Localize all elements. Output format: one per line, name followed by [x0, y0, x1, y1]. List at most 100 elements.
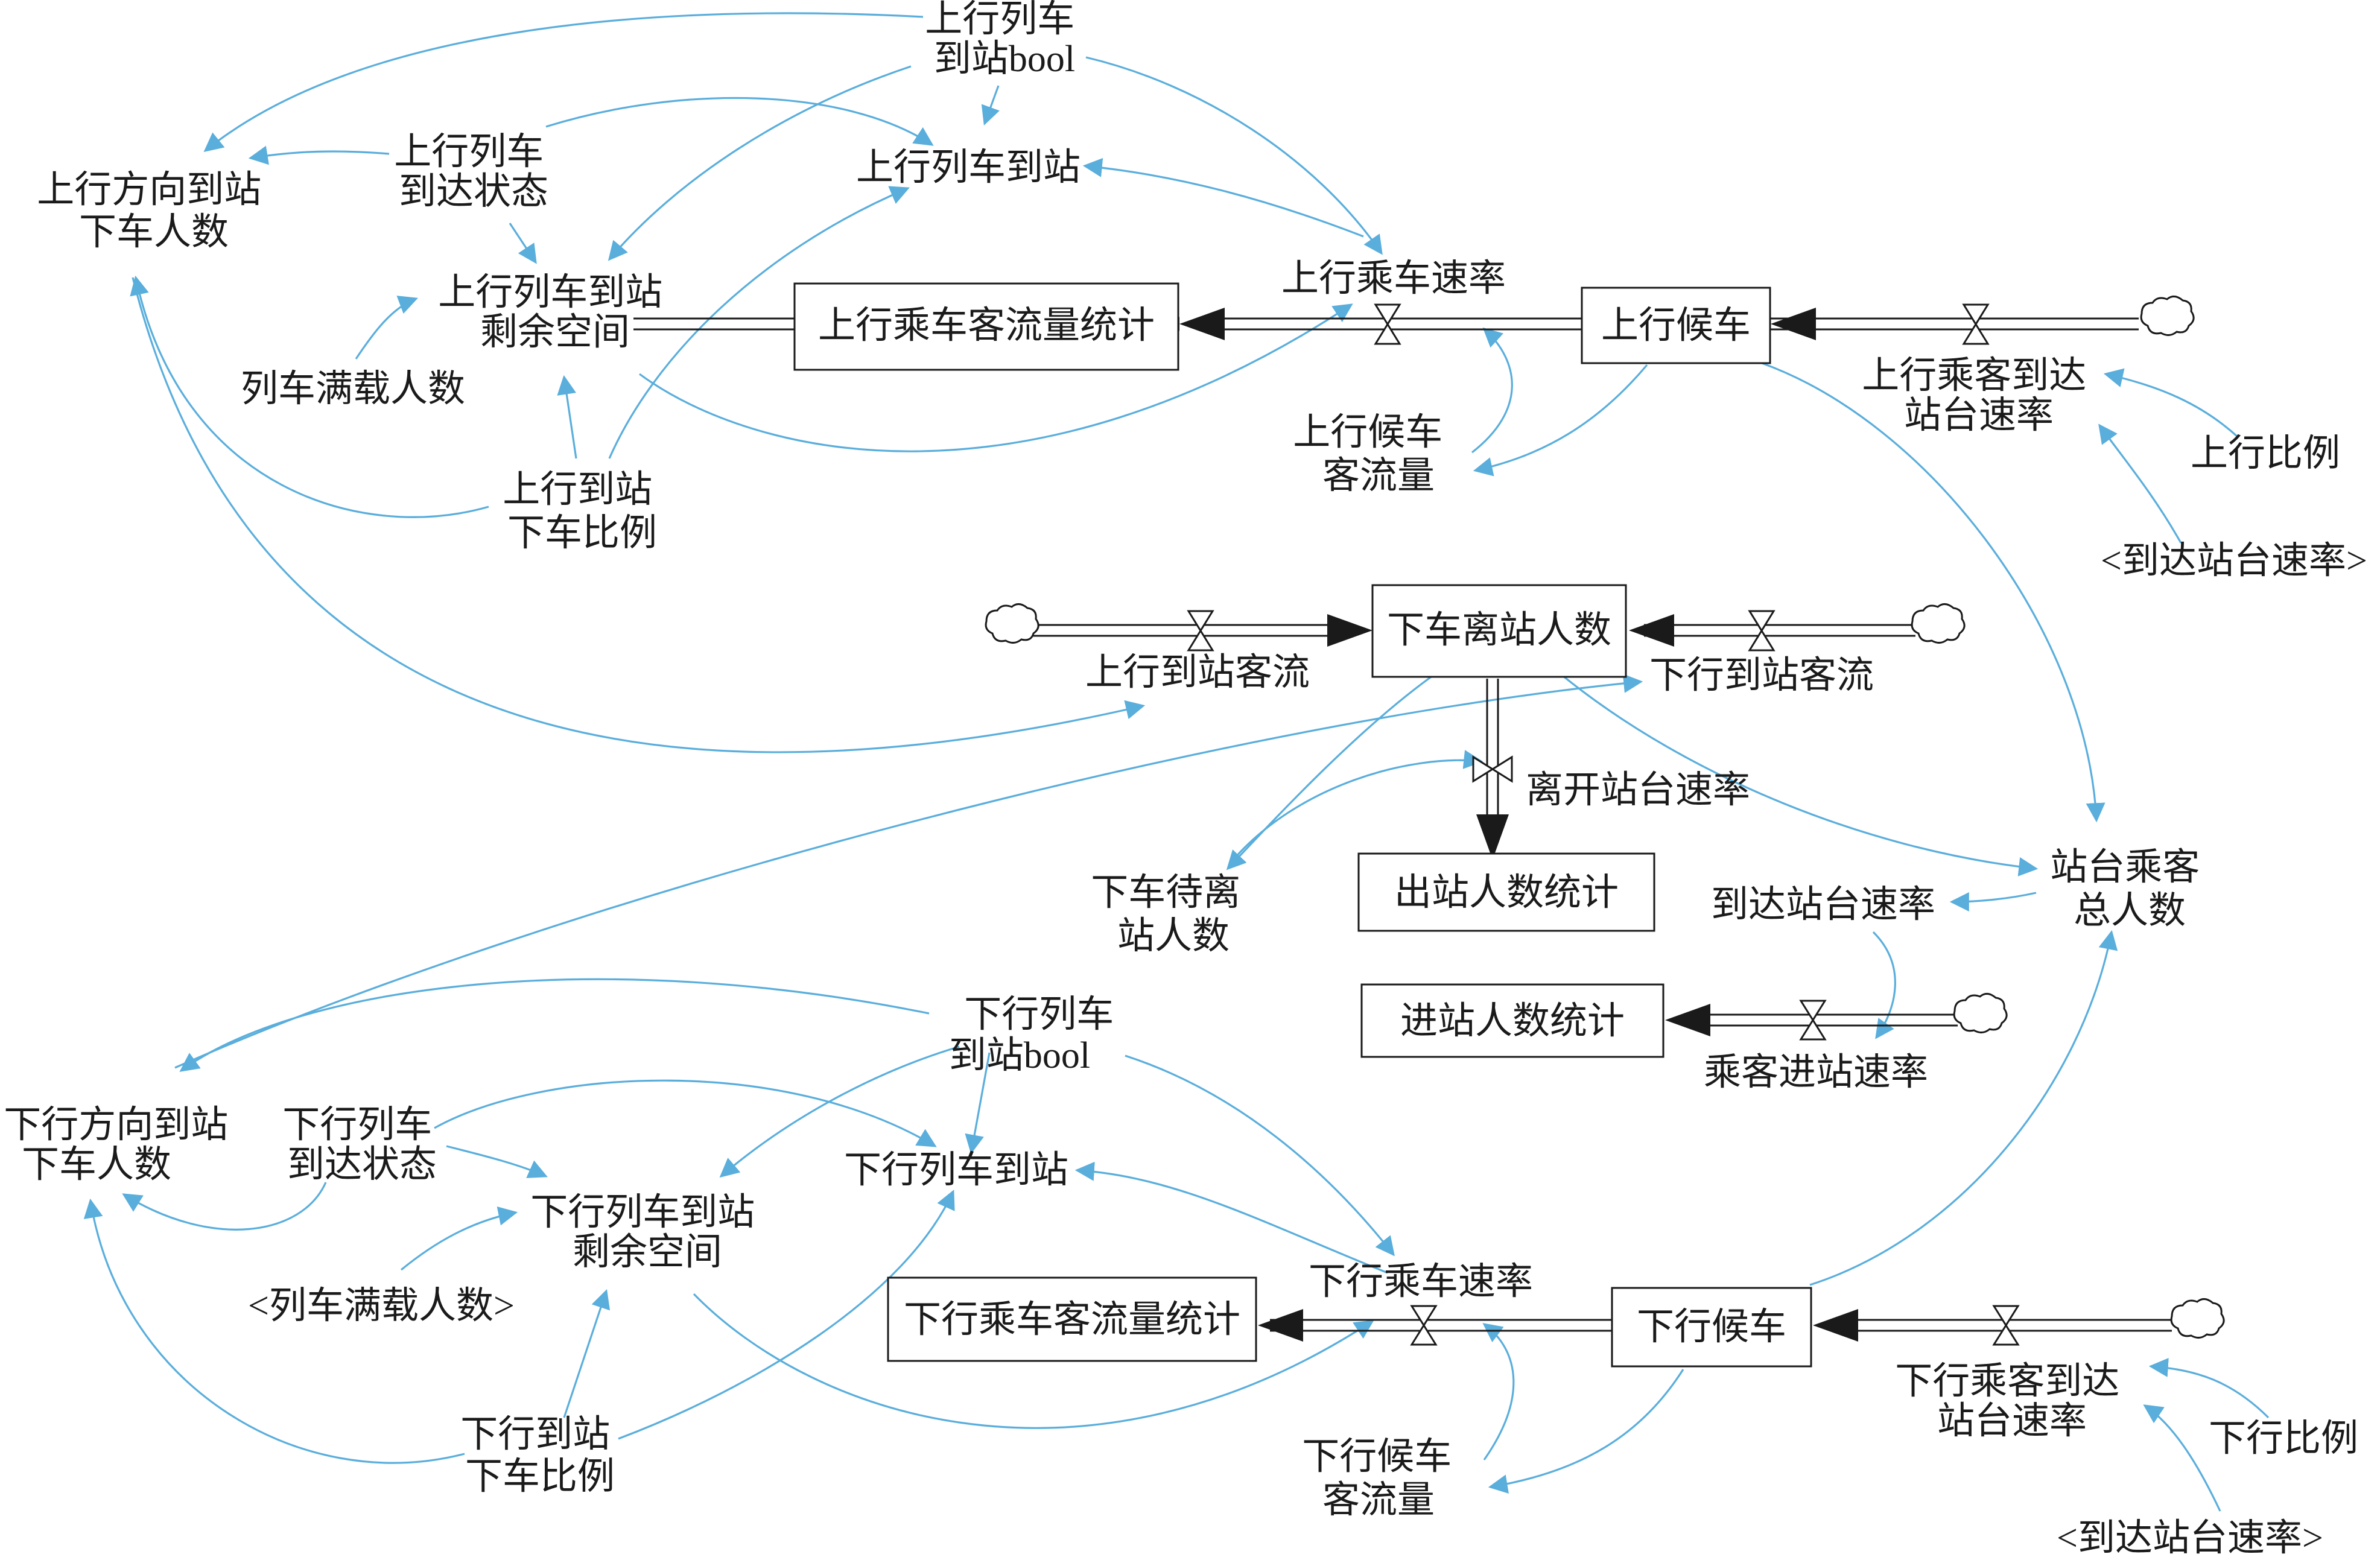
link	[1085, 56, 1383, 255]
stock-label: 下行乘车客流量统计	[904, 1299, 1240, 1340]
flow-arrowhead	[1629, 614, 1674, 647]
link	[557, 375, 577, 459]
link	[2103, 368, 2239, 439]
cloud-icon	[1953, 993, 2008, 1033]
valve-icon	[1799, 1000, 1827, 1041]
link	[179, 978, 930, 1072]
var-up-train-state: 上行列车 到达状态	[394, 132, 553, 212]
stock-up-board-stats[interactable]: 上行乘车客流量统计	[793, 282, 1179, 371]
cloud-icon	[2170, 1298, 2225, 1339]
link	[1561, 674, 2039, 877]
var-down-alight-ratio: 下行到站 下车比例	[460, 1414, 620, 1497]
stock-enter-stats[interactable]: 进站人数统计	[1360, 983, 1664, 1058]
link	[981, 85, 1000, 126]
link	[1758, 361, 2106, 823]
valve-icon	[1410, 1305, 1438, 1346]
var-down-dir-alight: 下行方向到站 下车人数	[4, 1105, 238, 1185]
link	[2098, 423, 2182, 544]
stock-down-board-stats[interactable]: 下行乘车客流量统计	[887, 1276, 1257, 1362]
var-up-alight-ratio: 上行到站 下车比例	[503, 469, 662, 554]
var-down-train-state: 下行列车 到达状态	[282, 1105, 442, 1185]
var-down-ratio: 下行比例	[2209, 1418, 2358, 1459]
link	[400, 1206, 518, 1271]
var-down-wait-flow: 下行候车 客流量	[1302, 1436, 1461, 1521]
stock-alight-leave[interactable]: 下车离站人数	[1371, 584, 1627, 678]
var-down-train-bool: 下行列车 到站bool	[949, 994, 1123, 1076]
var-down-remain-space: 下行列车到站 剩余空间	[530, 1192, 764, 1273]
link	[1125, 1054, 1395, 1257]
var-alight-waiting-leave: 下车待离 站人数	[1091, 872, 1250, 957]
var-up-remain-space: 上行列车到站 剩余空间	[438, 272, 672, 353]
link	[130, 275, 489, 518]
cloud-icon	[1911, 603, 1966, 644]
link	[1949, 892, 2037, 911]
var-up-arrive-flow: 上行到站客流	[1085, 652, 1310, 693]
valve-icon	[1962, 303, 1990, 345]
var-up-wait-flow: 上行候车 客流量	[1293, 412, 1452, 496]
stocks: 上行乘车客流量统计 上行候车 下车离站人数 出站人数统计 进站人数统计 下行乘车…	[793, 282, 1812, 1368]
var-train-full-load-shadow: <列车满载人数>	[248, 1286, 515, 1327]
var-down-board-rate: 下行乘车速率	[1309, 1261, 1533, 1302]
valve-icon	[1748, 610, 1775, 652]
stock-exit-stats[interactable]: 出站人数统计	[1357, 852, 1655, 932]
clouds	[985, 296, 2225, 1339]
stock-label: 进站人数统计	[1400, 1001, 1625, 1042]
var-up-arrive-rate-shadow: <到达站台速率>	[2101, 541, 2367, 582]
link	[1230, 750, 1484, 864]
link	[608, 186, 910, 459]
var-train-full-load: 列车满载人数	[241, 369, 465, 410]
link	[122, 1182, 327, 1231]
link	[608, 65, 912, 261]
link	[1074, 1161, 1388, 1274]
link	[545, 97, 934, 146]
flow-arrowhead	[1665, 1004, 1710, 1036]
stock-label: 下行候车	[1637, 1307, 1786, 1348]
link	[203, 12, 924, 153]
link	[2148, 1357, 2270, 1419]
var-up-ratio: 上行比例	[2191, 433, 2340, 474]
causal-links	[83, 12, 2270, 1512]
link	[618, 1190, 955, 1440]
link	[1809, 930, 2118, 1286]
link	[434, 1079, 937, 1147]
link	[563, 1289, 611, 1418]
valve-icon	[1472, 755, 1513, 783]
cloud-icon	[985, 603, 1039, 644]
flow-arrowhead	[1327, 614, 1372, 647]
valve-icon	[1187, 610, 1214, 652]
var-leave-platform-rate: 离开站台速率	[1526, 770, 1750, 811]
flow-arrowheads	[1179, 302, 1858, 1342]
link	[2143, 1404, 2221, 1512]
flow-arrowhead	[1258, 1309, 1303, 1342]
link	[355, 296, 418, 360]
stock-label: 下车离站人数	[1387, 610, 1611, 651]
flow-arrowhead	[1771, 308, 1816, 340]
flow-valves	[1187, 303, 2020, 1346]
variables: 上行列车 到站bool 上行列车到站 上行方向到站 下车人数 上行列车 到达状态…	[4, 0, 2367, 1559]
stock-label: 上行乘车客流量统计	[818, 305, 1155, 346]
stock-down-waiting[interactable]: 下行候车	[1611, 1287, 1812, 1368]
link	[83, 1198, 465, 1464]
link	[639, 303, 1353, 452]
flow-arrowhead	[1476, 814, 1509, 860]
link	[446, 1145, 548, 1178]
link	[1872, 931, 1896, 1039]
valve-icon	[1992, 1305, 2020, 1346]
link	[509, 223, 537, 264]
flow-arrowhead	[1179, 308, 1225, 340]
link	[1488, 1369, 1684, 1494]
var-down-train-arrive: 下行列车到站	[844, 1150, 1068, 1191]
var-platform-total: 站台乘客 总人数	[2050, 847, 2209, 931]
link	[174, 673, 1643, 1069]
flow-arrowhead	[1813, 1309, 1858, 1342]
var-up-train-arrive: 上行列车到站	[856, 147, 1081, 188]
stock-up-waiting[interactable]: 上行候车	[1581, 287, 1771, 364]
stock-label: 出站人数统计	[1394, 872, 1619, 913]
link	[1226, 674, 1433, 870]
link	[248, 145, 390, 165]
var-up-dir-alight: 上行方向到站 下车人数	[37, 170, 271, 253]
link	[965, 1052, 991, 1155]
valve-icon	[1374, 303, 1401, 345]
var-up-arrive-platform-rate: 上行乘客到达 站台速率	[1862, 355, 2096, 436]
